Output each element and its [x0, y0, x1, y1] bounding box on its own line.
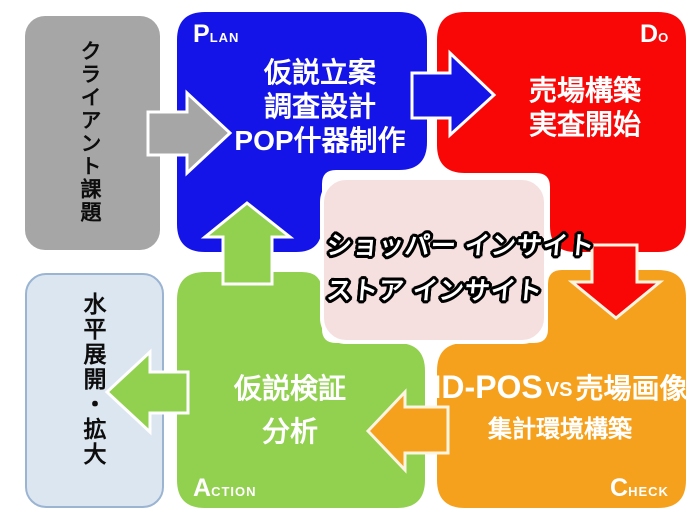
action-label-initial: A [193, 474, 212, 502]
check-text-line-1: ID-POS VS 売場画像 [433, 367, 688, 407]
plan-text-line-3: POP什器制作 [234, 125, 406, 156]
do-label-initial: D [640, 20, 659, 48]
plan-text-line-1: 仮説立案 [263, 57, 376, 88]
do-text: 売場構築 実査開始 [475, 74, 695, 142]
check-line1-rest-text: 売場画像 [575, 373, 688, 404]
plan-text-line-2: 調査設計 [263, 91, 376, 122]
client-to-plan-arrow [146, 89, 233, 177]
check-to-action-arrow [365, 388, 450, 474]
plan-box-shape [177, 12, 427, 252]
check-box-shape [437, 270, 686, 508]
horizontal-expansion-text: 水平展開・拡大 [80, 292, 106, 467]
action-to-plan-arrow [200, 201, 295, 286]
client-issue-text: クライアント課題 [78, 40, 101, 224]
action-label: ACTION [193, 476, 257, 501]
check-label-initial: C [610, 474, 629, 502]
do-label: DO [640, 22, 669, 47]
do-text-line-1: 売場構築 [528, 75, 641, 106]
center-insight-box [320, 176, 548, 344]
check-vs-text: VS [545, 378, 573, 401]
plan-label: PLAN [193, 22, 239, 47]
action-label-rest: CTION [211, 484, 257, 499]
insight-text-line-1: ショッパー インサイト [325, 232, 597, 260]
action-text: 仮説検証 分析 [180, 367, 400, 453]
do-text-line-2: 実査開始 [528, 109, 641, 140]
action-to-expansion-arrow [104, 348, 190, 436]
plan-text: 仮説立案 調査設計 POP什器制作 [205, 56, 435, 158]
check-text-line-2: 集計環境構築 [488, 416, 632, 443]
insight-text-line-2: ストア インサイト [325, 277, 545, 305]
plan-label-rest: LAN [209, 30, 240, 45]
check-idpos-text: ID-POS [432, 368, 543, 405]
do-to-check-arrow [567, 243, 665, 320]
action-text-line-1: 仮説検証 [233, 373, 346, 404]
do-box-shape [437, 12, 686, 252]
plan-label-initial: P [193, 20, 210, 48]
check-label-rest: HECK [628, 484, 669, 499]
do-label-rest: O [658, 30, 670, 45]
action-box-shape [177, 272, 425, 508]
check-label: CHECK [610, 476, 669, 501]
action-text-line-2: 分析 [261, 416, 318, 447]
client-issue-box [25, 16, 160, 250]
plan-to-do-arrow [410, 49, 497, 139]
